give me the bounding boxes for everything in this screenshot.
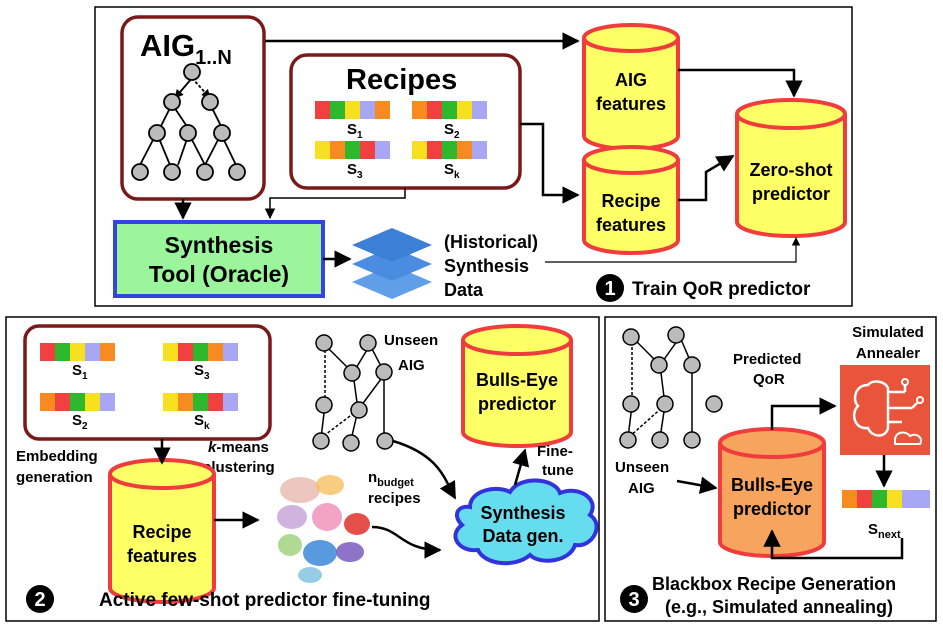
synthesis-datagen-line2: Data gen. [482, 526, 563, 546]
step3-badge [620, 585, 648, 613]
step2-number: 2 [34, 589, 45, 611]
bullseye-cylinder-bl [461, 324, 573, 448]
recipes-title: Recipes [346, 64, 457, 96]
annealer-line1: Simulated [852, 324, 924, 341]
recipe-sk-label: Sk [444, 161, 460, 181]
step2-label: Active few-shot predictor fine-tuning [99, 590, 430, 611]
unseen-line1-br: Unseen [615, 459, 669, 476]
recipes-box-bl [23, 324, 272, 441]
annealer-line2: Annealer [856, 345, 920, 362]
embedding-line1: Embedding [16, 448, 98, 465]
bl-recipe-features-line1: Recipe [132, 522, 191, 542]
synthesis-datagen-line1: Synthesis [480, 503, 565, 523]
zero-shot-line2: predictor [752, 184, 830, 204]
panel-blackbox [604, 316, 937, 622]
bottom-left-arrows [153, 439, 530, 559]
synthesis-datagen-cloud [453, 478, 599, 566]
aig-box [120, 15, 266, 201]
finetune-line2: tune [542, 462, 574, 479]
step1-label: Train QoR predictor [632, 279, 811, 300]
br-bullseye-line2: predictor [733, 499, 811, 519]
finetune-line1: Fine- [537, 443, 573, 460]
aig-title: AIG1..N [140, 28, 232, 69]
unseen-line2-bl: AIG [398, 357, 425, 374]
kmeans-line1: k-means [208, 439, 269, 456]
predicted-line2: QoR [753, 371, 785, 388]
data-layers-icon [352, 228, 432, 299]
nbudget-line2: recipes [368, 490, 421, 507]
recipe-features-cylinder-bl [108, 458, 216, 604]
recipe-s1-label: S1 [347, 121, 363, 141]
cluster-scatter-image [277, 475, 370, 583]
bl-s3-label: S3 [194, 362, 210, 382]
recipe-features-line2-top: features [596, 215, 666, 235]
synthesis-tool-box [113, 220, 325, 298]
snext-recipe-bar [842, 490, 917, 508]
bl-bullseye-line2: predictor [478, 394, 556, 414]
panel-train-qor [94, 6, 853, 307]
bl-s2-label: S2 [72, 412, 88, 432]
unseen-aig-graph-br [619, 326, 723, 449]
historical-line2: Synthesis [444, 256, 529, 276]
aig-features-line2: features [596, 94, 666, 114]
bl-s1-label: S1 [72, 362, 88, 382]
bullseye-cylinder-br [718, 427, 826, 558]
bl-recipe-features-line2: features [127, 546, 197, 566]
brain-circuit-icon [840, 365, 930, 455]
aig-features-cylinder [582, 23, 680, 151]
zero-shot-line1: Zero-shot [750, 160, 833, 180]
unseen-line1-bl: Unseen [384, 332, 438, 349]
step3-number: 3 [628, 589, 639, 611]
kmeans-line2: clustering [203, 459, 275, 476]
step1-badge [596, 274, 624, 302]
aig-features-line1: AIG [615, 70, 647, 90]
synthesis-tool-line2: Tool (Oracle) [149, 261, 289, 287]
recipe-s2-label: S2 [444, 121, 460, 141]
step3-label-line1: Blackbox Recipe Generation [652, 574, 896, 594]
recipe-s3-label: S3 [347, 161, 363, 181]
step1-number: 1 [604, 278, 615, 300]
historical-line3: Data [444, 280, 484, 300]
nbudget-line1: nbudget [368, 469, 414, 489]
recipe-features-cylinder-top [582, 145, 680, 255]
recipe-features-line1-top: Recipe [601, 191, 660, 211]
step3-label-line2: (e.g., Simulated annealing) [665, 597, 893, 617]
bl-bullseye-line1: Bulls-Eye [476, 370, 558, 390]
unseen-aig-graph-bl [312, 334, 394, 452]
synthesis-tool-line1: Synthesis [165, 232, 274, 258]
bottom-right-arrows [676, 397, 904, 560]
zero-shot-cylinder [735, 98, 847, 238]
embedding-line2: generation [16, 469, 93, 486]
predicted-line1: Predicted [733, 351, 801, 368]
top-arrows [174, 32, 803, 268]
bl-sk-label: Sk [194, 412, 210, 432]
step2-badge [26, 585, 54, 613]
historical-line1: (Historical) [444, 232, 538, 252]
aig-graph-icon [131, 63, 246, 181]
br-bullseye-line1: Bulls-Eye [731, 475, 813, 495]
snext-label: Snext [868, 521, 901, 541]
unseen-line2-br: AIG [628, 480, 655, 497]
panel-fine-tuning [5, 316, 600, 622]
